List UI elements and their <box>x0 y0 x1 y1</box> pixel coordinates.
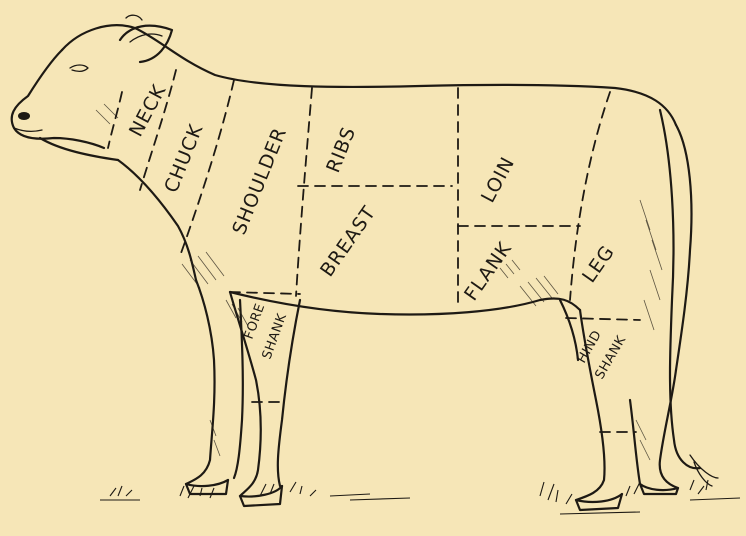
hind-leg-inner <box>630 400 640 484</box>
label-chuck: CHUCK <box>160 121 207 196</box>
cut-shoulder-ribs <box>296 88 312 296</box>
mouth <box>14 128 42 131</box>
face-outline <box>12 50 104 148</box>
rump <box>676 125 691 370</box>
label-ribs: RIBS <box>322 124 360 176</box>
eye <box>70 65 88 71</box>
hind-leg-thigh <box>560 300 578 360</box>
tail-tip <box>690 455 718 486</box>
label-shoulder: SHOULDER <box>228 124 291 238</box>
label-fore-shank: SHANK <box>260 311 290 361</box>
label-leg: LEG <box>578 241 619 287</box>
nostril <box>18 112 30 120</box>
label-loin: LOIN <box>477 153 519 206</box>
label-breast: BREAST <box>316 202 380 281</box>
cut-neck-front <box>108 92 122 148</box>
tail <box>660 110 700 468</box>
label-flank: FLANK <box>460 238 516 305</box>
cut-hind-shank <box>566 318 640 320</box>
fore-leg-back <box>186 280 228 486</box>
cut-labels: NECK CHUCK SHOULDER RIBS BREAST LOIN FLA… <box>125 81 629 382</box>
horn-nub <box>126 15 142 20</box>
ear-left <box>120 26 172 62</box>
